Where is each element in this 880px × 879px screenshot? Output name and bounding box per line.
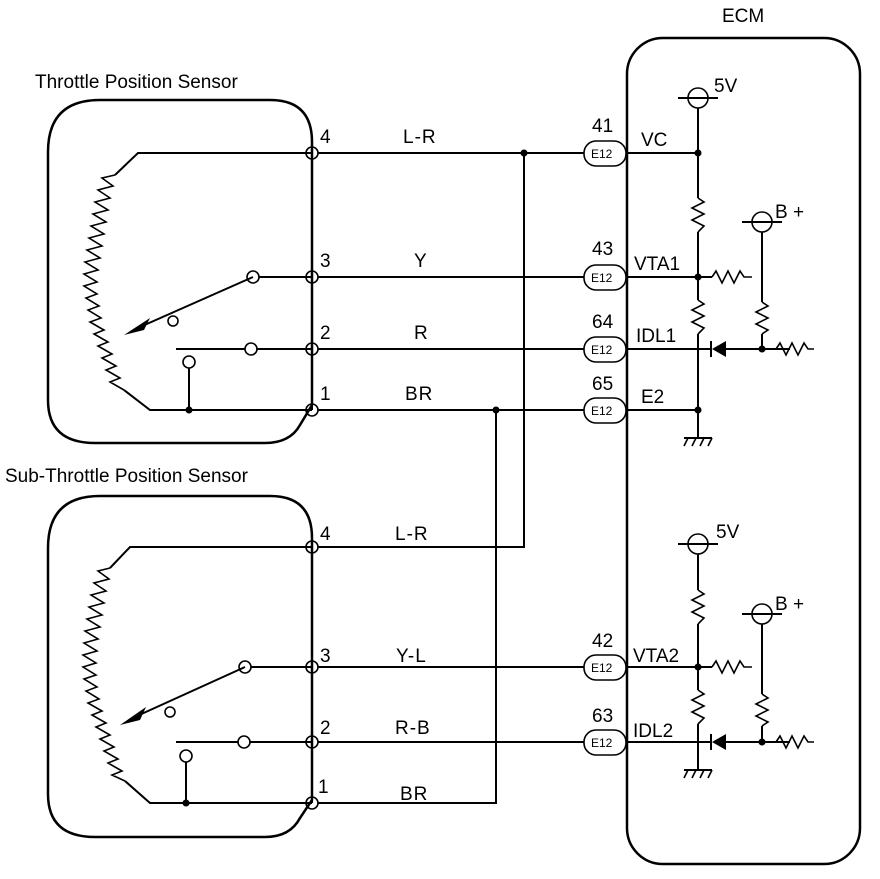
connector-pin-65: 65: [592, 374, 613, 395]
tps-internals: [82, 152, 313, 414]
svg-text:E12: E12: [591, 147, 613, 161]
tps-pin-2: 2: [320, 323, 331, 344]
connector-pin-43: 43: [592, 239, 613, 260]
sub-tps-wire-br: BR: [400, 784, 428, 805]
sub-tps-wire-rb: R-B: [395, 718, 431, 739]
tps-pin-1: 1: [320, 384, 331, 405]
signal-vta2: VTA2: [633, 646, 679, 667]
sub-tps-internals: [81, 546, 313, 807]
supply-5v-bottom: 5V: [716, 522, 740, 543]
connector-41: E12 41 VC: [583, 116, 667, 167]
signal-vta1: VTA1: [634, 254, 680, 275]
wire-e2-branch: [318, 410, 497, 804]
sub-tps-pin-1: 1: [318, 777, 329, 798]
sub-tps-wire-lr: L-R: [395, 524, 429, 545]
sub-tps-pin-2: 2: [320, 718, 331, 739]
tps-body: [46, 98, 314, 445]
connector-42: E12 42 VTA2: [583, 631, 679, 681]
tps-pin-4: 4: [320, 127, 331, 148]
supply-5v-top: 5V: [714, 76, 738, 97]
connector-63: E12 63 IDL2: [583, 706, 673, 756]
tps-pin-3: 3: [320, 251, 331, 272]
ecm-box: [625, 36, 862, 866]
sub-tps-terminal-4: [305, 540, 319, 554]
tps-wire-br: BR: [405, 384, 433, 405]
connector-65: E12 65 E2: [583, 374, 664, 424]
wire-vc-branch: [318, 153, 525, 548]
signal-idl2: IDL2: [633, 721, 673, 742]
sub-tps-wire-yl: Y-L: [396, 646, 427, 667]
tps-wire-y: Y: [414, 251, 428, 272]
sub-tps-terminal-1: [305, 796, 319, 810]
sub-tps-title: Sub-Throttle Position Sensor: [5, 466, 249, 487]
svg-text:E12: E12: [591, 271, 613, 285]
connector-pin-42: 42: [592, 631, 613, 652]
connector-pin-63: 63: [592, 706, 613, 727]
ecm-title: ECM: [722, 6, 764, 27]
svg-text:E12: E12: [591, 404, 613, 418]
sub-tps-pin-3: 3: [320, 646, 331, 667]
tps-wire-lr: L-R: [403, 127, 437, 148]
connector-pin-64: 64: [592, 312, 614, 333]
sub-tps-pin-4: 4: [320, 524, 331, 545]
tps-title: Throttle Position Sensor: [35, 72, 238, 93]
svg-text:E12: E12: [591, 343, 613, 357]
svg-text:E12: E12: [591, 736, 613, 750]
signal-idl1: IDL1: [636, 326, 676, 347]
ecm-internal-bottom: [626, 533, 814, 779]
signal-vc: VC: [641, 130, 667, 151]
sub-tps-body: [46, 494, 314, 839]
supply-bplus-top: B +: [775, 202, 804, 223]
supply-bplus-bottom: B +: [775, 594, 804, 615]
svg-text:E12: E12: [591, 661, 613, 675]
connector-pin-41: 41: [592, 116, 613, 137]
connector-43: E12 43 VTA1: [583, 239, 680, 291]
signal-e2: E2: [641, 387, 664, 408]
connector-64: E12 64 IDL1: [583, 312, 676, 363]
ecm-internal-top: [626, 87, 814, 447]
tps-wire-r: R: [414, 323, 429, 344]
